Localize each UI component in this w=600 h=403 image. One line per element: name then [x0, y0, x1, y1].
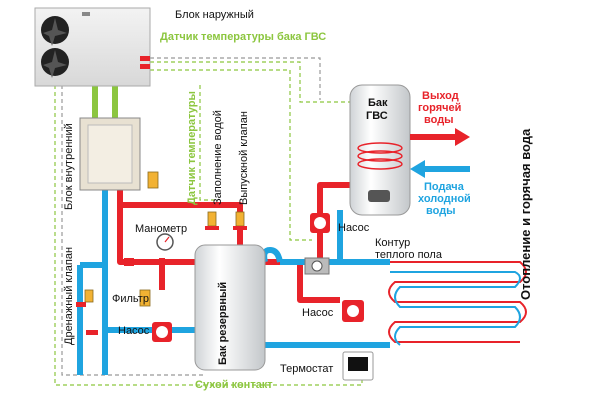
- temp-sensor-label: Датчик температуры: [186, 91, 198, 205]
- cold-in-label-1: Подача: [424, 181, 465, 193]
- floor-circuit-label-2: теплого пола: [375, 249, 443, 261]
- outdoor-unit-label: Блок наружный: [175, 9, 254, 21]
- pump-left-label: Насос: [118, 325, 150, 337]
- dry-contact-label: Сухой контакт: [195, 379, 273, 391]
- manometer-label: Манометр: [135, 223, 187, 235]
- three-way-valve-icon: [304, 257, 330, 275]
- side-title: Отопление и горячая вода: [518, 128, 533, 300]
- cold-in-label-2: холодной: [418, 193, 471, 205]
- dhw-temp-sensor-label: Датчик температуры бака ГВС: [160, 31, 326, 43]
- thermostat-icon: [342, 351, 374, 381]
- refrigerant-pipes: [92, 85, 118, 118]
- filter-label: Фильтр: [112, 293, 149, 305]
- buffer-tank: [194, 244, 266, 371]
- drain-valve-top-label: Выпускной клапан: [238, 111, 250, 205]
- pump-floor-label: Насос: [302, 307, 334, 319]
- indoor-unit-label: Блок внутренний: [63, 123, 75, 210]
- buffer-tank-label: Бак резервный: [217, 282, 229, 365]
- water-fill-label: Заполнение водой: [212, 110, 224, 205]
- drain-valve-label: Дренажный клапан: [63, 247, 75, 345]
- control-wires: [54, 57, 363, 386]
- hot-out-label-1: Выход: [422, 90, 459, 102]
- cold-in-arrow: [410, 160, 470, 178]
- manometer-icon: [156, 233, 174, 251]
- pump-dhw-label: Насос: [338, 222, 370, 234]
- cold-in-label-3: воды: [426, 205, 456, 217]
- floor-circuit-label-1: Контур: [375, 237, 410, 249]
- dhw-tank-label-2: ГВС: [366, 110, 388, 122]
- dhw-tank: [349, 84, 411, 216]
- cold-pipes: [77, 190, 390, 375]
- hot-out-label-3: воды: [424, 114, 454, 126]
- thermostat-label: Термостат: [280, 363, 333, 375]
- pump-dhw-icon: [310, 213, 330, 233]
- floor-heating-coil-return: [390, 271, 521, 346]
- outdoor-unit: [34, 7, 151, 87]
- pump-left-icon: [152, 322, 172, 342]
- dhw-tank-label-1: Бак: [368, 97, 388, 109]
- floor-heating-coil: [388, 261, 527, 343]
- valve-handles: [76, 226, 247, 335]
- hot-out-arrow: [410, 128, 470, 146]
- pump-floor-icon: [342, 300, 364, 322]
- indoor-unit-panel: [87, 124, 133, 184]
- hot-out-label-2: горячей: [418, 102, 461, 114]
